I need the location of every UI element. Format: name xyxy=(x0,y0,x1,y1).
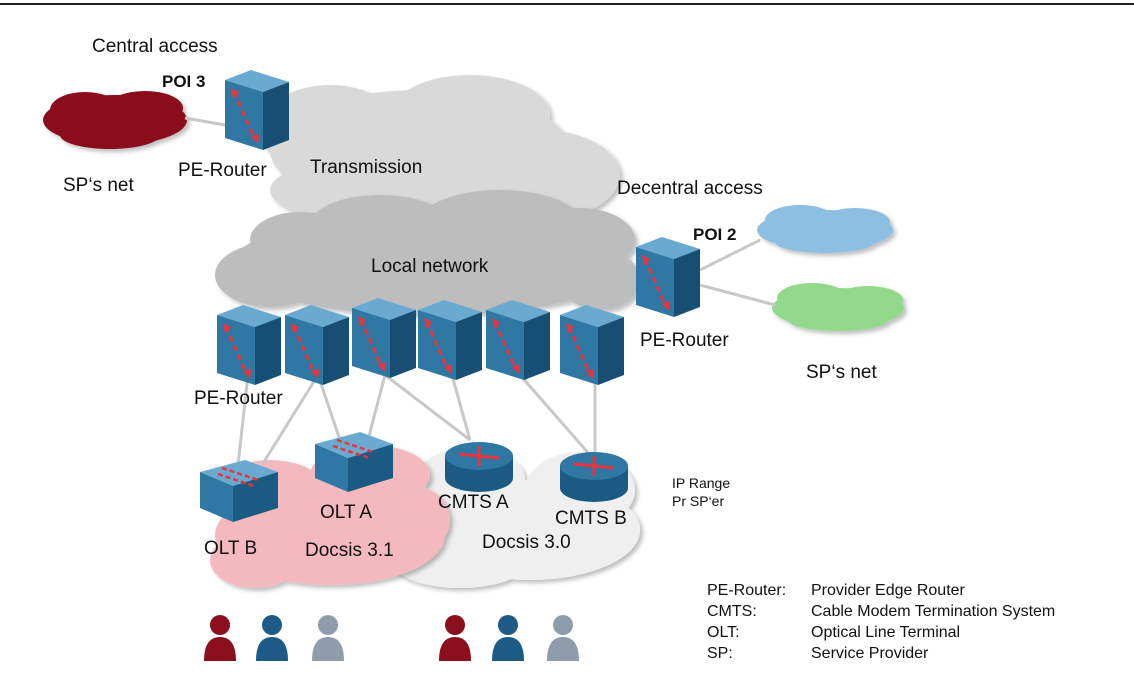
cmts-a-label: CMTS A xyxy=(438,492,509,513)
pe-router-top-label: PE-Router xyxy=(178,160,267,181)
user-icon xyxy=(547,615,579,661)
pr-sper-line: Pr SP‘er xyxy=(672,493,725,509)
legend-value: Cable Modem Termination System xyxy=(811,603,1056,620)
transmission-label: Transmission xyxy=(310,157,423,178)
connection-lines xyxy=(184,116,776,466)
router-cube-icon xyxy=(636,237,700,317)
legend-key: CMTS: xyxy=(707,603,757,620)
router-cube-icon xyxy=(217,305,281,385)
user-icon xyxy=(312,615,344,661)
docsis30-label: Docsis 3.0 xyxy=(482,532,571,553)
sp-net-right-label: SP‘s net xyxy=(806,362,877,383)
local-network-cloud xyxy=(215,190,640,315)
legend-row: SP: Service Provider xyxy=(707,643,1055,664)
ip-range-note: IP Range Pr SP‘er xyxy=(672,474,730,510)
router-cube-icon xyxy=(225,70,289,150)
legend-key: OLT: xyxy=(707,624,740,641)
legend-value: Optical Line Terminal xyxy=(811,624,961,641)
pe-router-row-label: PE-Router xyxy=(194,388,283,409)
local-network-label: Local network xyxy=(371,256,489,277)
cmts-b-icon xyxy=(560,452,628,502)
legend-key: SP: xyxy=(707,645,733,662)
legend-row: CMTS: Cable Modem Termination System xyxy=(707,601,1055,622)
central-access-label: Central access xyxy=(92,36,218,57)
olt-a-icon xyxy=(315,432,393,492)
docsis31-label: Docsis 3.1 xyxy=(305,540,394,561)
user-icon xyxy=(492,615,524,661)
olt-b-label: OLT B xyxy=(204,538,258,559)
cmts-a-icon xyxy=(445,442,513,492)
legend-value: Service Provider xyxy=(811,645,929,662)
user-icon xyxy=(204,615,236,661)
router-cube-icon xyxy=(560,305,624,385)
router-cube-icon xyxy=(418,300,482,380)
cmts-b-label: CMTS B xyxy=(555,508,627,529)
user-group xyxy=(204,615,579,661)
sp-net-red-cloud xyxy=(43,91,187,149)
ip-range-line: IP Range xyxy=(672,475,731,491)
poi3-label: POI 3 xyxy=(162,72,206,91)
router-cube-icon xyxy=(285,305,349,385)
sp-net-left-label: SP‘s net xyxy=(63,175,134,196)
user-icon xyxy=(439,615,471,661)
olt-a-label: OLT A xyxy=(320,502,373,523)
olt-b-icon xyxy=(200,460,278,522)
legend-key: PE-Router: xyxy=(707,582,787,599)
router-group xyxy=(217,70,700,385)
user-icon xyxy=(256,615,288,661)
pe-router-right-label: PE-Router xyxy=(640,330,729,351)
decentral-access-label: Decentral access xyxy=(617,178,763,199)
router-cube-icon xyxy=(352,298,416,378)
legend: PE-Router: Provider Edge Router CMTS: Cabl… xyxy=(707,580,1055,664)
sp-net-green-cloud xyxy=(772,283,904,331)
sp-net-blue-cloud xyxy=(757,205,893,253)
legend-row: PE-Router: Provider Edge Router xyxy=(707,580,1055,601)
legend-row: OLT: Optical Line Terminal xyxy=(707,622,1055,643)
legend-value: Provider Edge Router xyxy=(811,582,965,599)
router-cube-icon xyxy=(486,300,550,380)
transmission-cloud xyxy=(260,75,620,220)
poi2-label: POI 2 xyxy=(693,225,737,244)
